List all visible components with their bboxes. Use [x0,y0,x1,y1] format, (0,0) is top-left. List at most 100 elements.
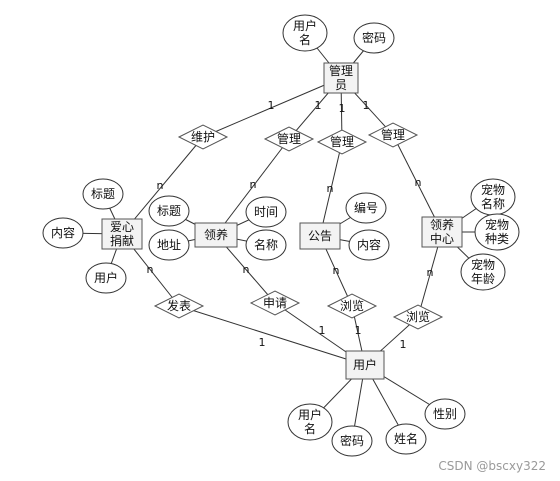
cardinality-14: n [427,266,434,279]
relationship-label: 管理 [330,134,354,149]
cardinality-13: 1 [355,324,362,337]
entity-label: 用户 [353,357,377,372]
cardinality-0: 1 [268,99,275,112]
attribute-ellipse [331,425,373,457]
cardinality-10: n [243,263,250,276]
relationship-diamond [316,129,368,155]
attribute-label: 用户 [298,407,322,422]
cardinality-11: 1 [319,324,326,337]
attribute-notice_number: 编号 [345,192,387,224]
attribute-ellipse [245,229,287,261]
relationship-label: 浏览 [340,298,364,313]
attribute-label: 标题 [157,204,181,218]
attribute-label: 密码 [340,433,364,448]
cardinality-9: 1 [259,336,266,349]
entity-label: 员 [335,78,347,92]
relationship-diamond [177,124,229,150]
entity-label: 公告 [308,229,332,243]
relationship-browse_center[interactable]: 浏览 [392,304,444,330]
edge-publish-user [178,305,366,366]
cardinality-4: n [157,179,164,192]
attribute-user_gender: 性别 [424,398,466,430]
attribute-ellipse [85,262,127,294]
attribute-ellipse [348,229,390,261]
attribute-notice_content: 内容 [348,229,390,261]
attribute-label: 名 [304,421,316,436]
attribute-adoption_address: 地址 [148,229,190,261]
cardinality-5: n [250,178,257,191]
attribute-user_password: 密码 [331,425,373,457]
relationship-publish[interactable]: 发表 [153,293,205,319]
attribute-adoption_title: 标题 [148,195,190,227]
attribute-ellipse [245,196,287,228]
relationship-diamond [367,122,419,148]
attribute-ellipse [460,253,506,291]
relationship-browse_notice[interactable]: 浏览 [326,293,378,319]
relationship-label: 维护 [191,130,215,144]
edge-maintain-donation [121,136,204,235]
attribute-admin_username: 用户名 [282,14,328,52]
attribute-label: 密码 [362,30,386,45]
relationship-label: 浏览 [406,309,430,324]
attribute-label: 名称 [254,237,278,252]
watermark: CSDN @bscxy322 [438,459,546,473]
relationship-diamond [392,304,444,330]
attribute-ellipse [474,213,520,251]
relationship-manage_notice[interactable]: 管理 [316,129,368,155]
attribute-label: 宠物 [485,217,509,232]
attribute-adoption_name: 名称 [245,229,287,261]
attribute-label: 年龄 [471,272,495,286]
cardinality-12: n [333,264,340,277]
attribute-label: 用户 [94,270,118,285]
relationship-maintain[interactable]: 维护 [177,124,229,150]
entity-admin[interactable]: 管理员 [323,62,359,94]
shapes-layer: 管理员爱心捐献领养公告领养中心用户用户名密码标题内容用户标题时间地址名称编号内容… [42,14,520,457]
relationship-manage_adoption[interactable]: 管理 [263,126,315,152]
entity-box [101,218,143,250]
attribute-ellipse [353,22,395,54]
attribute-user_username: 用户名 [287,403,333,441]
attribute-ellipse [82,178,124,210]
attribute-donation_content: 内容 [42,217,84,249]
entity-label: 爱心 [110,220,134,234]
edge-admin-maintain [202,77,342,138]
cardinality-7: n [415,176,422,189]
attribute-label: 性别 [433,407,457,421]
relationship-label: 管理 [277,131,301,146]
attribute-adoption_time: 时间 [245,196,287,228]
attribute-label: 名称 [481,196,505,211]
entity-label: 领养 [204,227,228,242]
attribute-ellipse [345,192,387,224]
relationship-apply[interactable]: 申请 [249,290,301,316]
attribute-label: 名 [299,32,311,47]
entity-label: 中心 [430,231,454,246]
relationship-manage_center[interactable]: 管理 [367,122,419,148]
relationship-label: 发表 [167,298,191,313]
cardinality-2: 1 [339,102,346,115]
entity-box [323,62,359,94]
attribute-label: 内容 [357,237,381,252]
entity-user[interactable]: 用户 [345,350,385,380]
attribute-ellipse [148,229,190,261]
entity-box [299,222,341,250]
entity-box [345,350,385,380]
attribute-label: 时间 [254,205,278,219]
relationship-diamond [249,290,301,316]
attribute-label: 地址 [157,238,181,252]
attribute-label: 内容 [51,225,75,240]
attribute-label: 宠物 [471,257,495,272]
relationship-diamond [326,293,378,319]
entity-label: 捐献 [110,233,134,248]
attribute-user_name: 姓名 [385,423,427,455]
entity-adoption[interactable]: 领养 [194,222,238,248]
attribute-label: 用户 [293,18,317,33]
entity-notice[interactable]: 公告 [299,222,341,250]
relationship-diamond [153,293,205,319]
entity-box [194,222,238,248]
